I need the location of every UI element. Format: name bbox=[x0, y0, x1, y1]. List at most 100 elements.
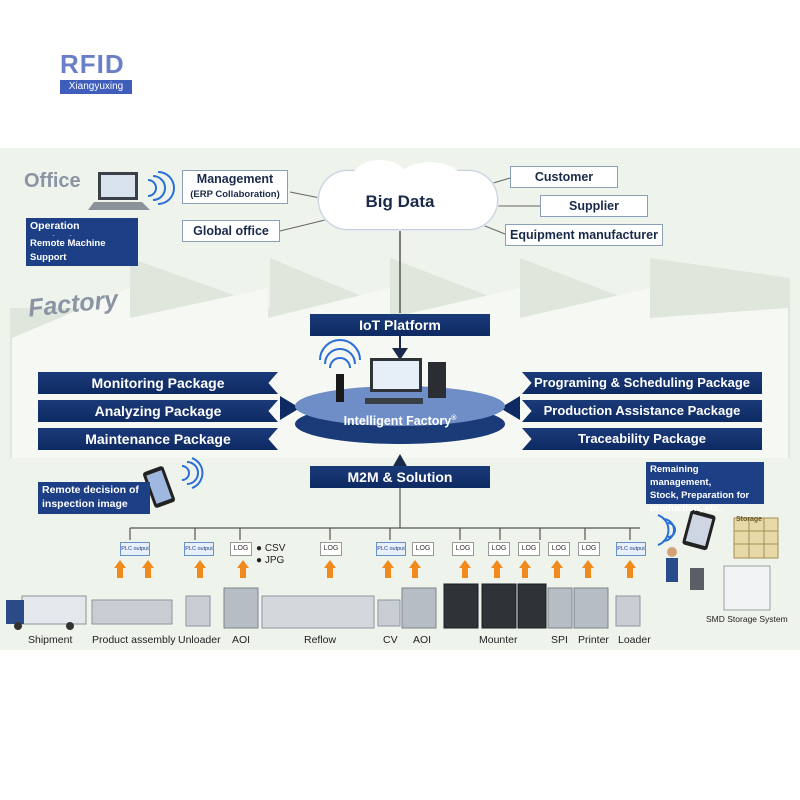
office-title: Office bbox=[24, 170, 81, 192]
iot-platform-bar: IoT Platform bbox=[310, 314, 490, 336]
storage-label: Storage bbox=[736, 516, 763, 523]
phone-left-screen bbox=[146, 470, 172, 504]
office-wifi-icon bbox=[147, 171, 175, 205]
m2m-up-arrow bbox=[392, 454, 408, 468]
mounter-3 bbox=[517, 583, 547, 629]
customer-box: Customer bbox=[510, 166, 618, 188]
log-box: LOG bbox=[412, 542, 434, 556]
worker-head bbox=[667, 547, 677, 557]
station-label-shipment: Shipment bbox=[28, 634, 73, 646]
smd-storage-cabinet bbox=[723, 565, 771, 611]
intelligent-factory-label: Intelligent Factory® bbox=[310, 414, 490, 428]
right-packages-arrow bbox=[500, 396, 520, 420]
cart bbox=[690, 568, 704, 590]
station-label-aoi-2: AOI bbox=[413, 634, 432, 646]
traceability-package-bar: Traceability Package bbox=[522, 428, 762, 450]
wireless-device bbox=[336, 374, 344, 402]
wifi-icon bbox=[319, 339, 361, 369]
remaining-management-line-1: Remaining management, bbox=[650, 464, 712, 488]
monitor-screen bbox=[373, 361, 419, 389]
jpg-text: JPG bbox=[264, 555, 285, 566]
maintenance-package-bar: Maintenance Package bbox=[38, 428, 278, 450]
laptop-base bbox=[88, 202, 150, 210]
global-office-box: Global office bbox=[182, 220, 280, 242]
programing-scheduling-package-bar: Programing & Scheduling Package bbox=[522, 372, 762, 394]
csv-label: ● CSV bbox=[256, 543, 286, 554]
aoi-machine-left bbox=[223, 587, 259, 629]
remote-decision-box: Remote decision of inspection image bbox=[38, 482, 150, 514]
csv-text: CSV bbox=[264, 543, 286, 554]
right-wifi-icon bbox=[657, 514, 676, 546]
equipment-manufacturer-box: Equipment manufacturer bbox=[505, 224, 663, 246]
remote-decision-line-2: inspection image bbox=[42, 498, 128, 510]
worker-body bbox=[666, 558, 678, 582]
station-label-printer: Printer bbox=[578, 634, 609, 646]
logo-subtitle: Xiangyuxing bbox=[60, 80, 132, 94]
analyzing-package-bar: Analyzing Package bbox=[38, 400, 278, 422]
m2m-solution-bar: M2M & Solution bbox=[310, 466, 490, 488]
aoi-machine-right bbox=[401, 587, 437, 629]
station-label-cv: CV bbox=[383, 634, 398, 646]
station-label-mounter: Mounter bbox=[479, 634, 518, 646]
plc-output-box: PLC output bbox=[184, 542, 214, 556]
storage-shelf-grid bbox=[734, 518, 778, 558]
left-packages-arrow bbox=[280, 396, 300, 420]
keyboard bbox=[365, 398, 423, 404]
remaining-management-line-3: production, etc., bbox=[650, 503, 724, 514]
cloud-puff bbox=[395, 162, 465, 208]
tablet-right-screen bbox=[685, 513, 713, 547]
cv-conveyor bbox=[377, 599, 401, 627]
data-flow-arrows bbox=[114, 560, 636, 578]
plc-output-box: PLC output bbox=[120, 542, 150, 556]
spi-machine bbox=[547, 587, 573, 629]
printer-machine bbox=[573, 587, 609, 629]
jpg-label: ● JPG bbox=[256, 555, 285, 566]
log-box: LOG bbox=[452, 542, 474, 556]
assembly-table bbox=[91, 599, 173, 625]
loader-machine bbox=[615, 595, 641, 627]
monitoring-package-bar: Monitoring Package bbox=[38, 372, 278, 394]
station-label-product-assembly: Product assembly bbox=[92, 634, 176, 646]
station-label-loader: Loader bbox=[618, 634, 651, 646]
laptop-screen-inner bbox=[101, 175, 135, 197]
plc-output-box: PLC output bbox=[376, 542, 406, 556]
iot-down-arrow bbox=[392, 348, 408, 360]
remaining-management-box: Remaining management, Stock, Preparation… bbox=[646, 462, 764, 514]
truck-cab bbox=[6, 600, 24, 624]
truck-trailer bbox=[21, 595, 87, 625]
log-box: LOG bbox=[518, 542, 540, 556]
remote-support-tag: Remote Machine Support bbox=[26, 236, 138, 266]
log-box: LOG bbox=[320, 542, 342, 556]
management-label: Management bbox=[196, 172, 274, 186]
erp-label: (ERP Collaboration) bbox=[190, 189, 280, 200]
unloader-machine bbox=[185, 595, 211, 627]
station-label-unloader: Unloader bbox=[178, 634, 221, 646]
bus-drops bbox=[129, 528, 631, 540]
management-connector bbox=[289, 191, 321, 199]
storage-shelf bbox=[733, 517, 779, 559]
phone-left-wifi-icon bbox=[181, 457, 204, 489]
station-label-reflow: Reflow bbox=[304, 634, 337, 646]
big-data-label: Big Data bbox=[365, 192, 435, 211]
platform-top bbox=[295, 386, 505, 426]
plc-output-box: PLC output bbox=[616, 542, 646, 556]
station-label-aoi: AOI bbox=[232, 634, 251, 646]
remaining-management-line-2: Stock, Preparation for bbox=[650, 490, 750, 501]
registered-mark: ® bbox=[451, 414, 457, 422]
company-logo: RFID Xiangyuxing bbox=[60, 50, 132, 96]
station-label-spi: SPI bbox=[551, 634, 568, 646]
logo-text: RFID bbox=[60, 49, 125, 79]
smd-storage-label: SMD Storage System bbox=[706, 614, 788, 624]
reflow-oven bbox=[261, 595, 375, 629]
global-office-connector bbox=[279, 219, 326, 232]
production-assistance-package-bar: Production Assistance Package bbox=[522, 400, 762, 422]
log-box: LOG bbox=[230, 542, 252, 556]
log-box: LOG bbox=[488, 542, 510, 556]
mounter-1 bbox=[443, 583, 479, 629]
pc-tower bbox=[428, 362, 446, 398]
supplier-box: Supplier bbox=[540, 195, 648, 217]
truck-wheel bbox=[66, 622, 74, 630]
management-box: Management (ERP Collaboration) bbox=[182, 170, 288, 204]
remote-decision-line-1: Remote decision of bbox=[42, 484, 139, 496]
mounter-2 bbox=[481, 583, 517, 629]
